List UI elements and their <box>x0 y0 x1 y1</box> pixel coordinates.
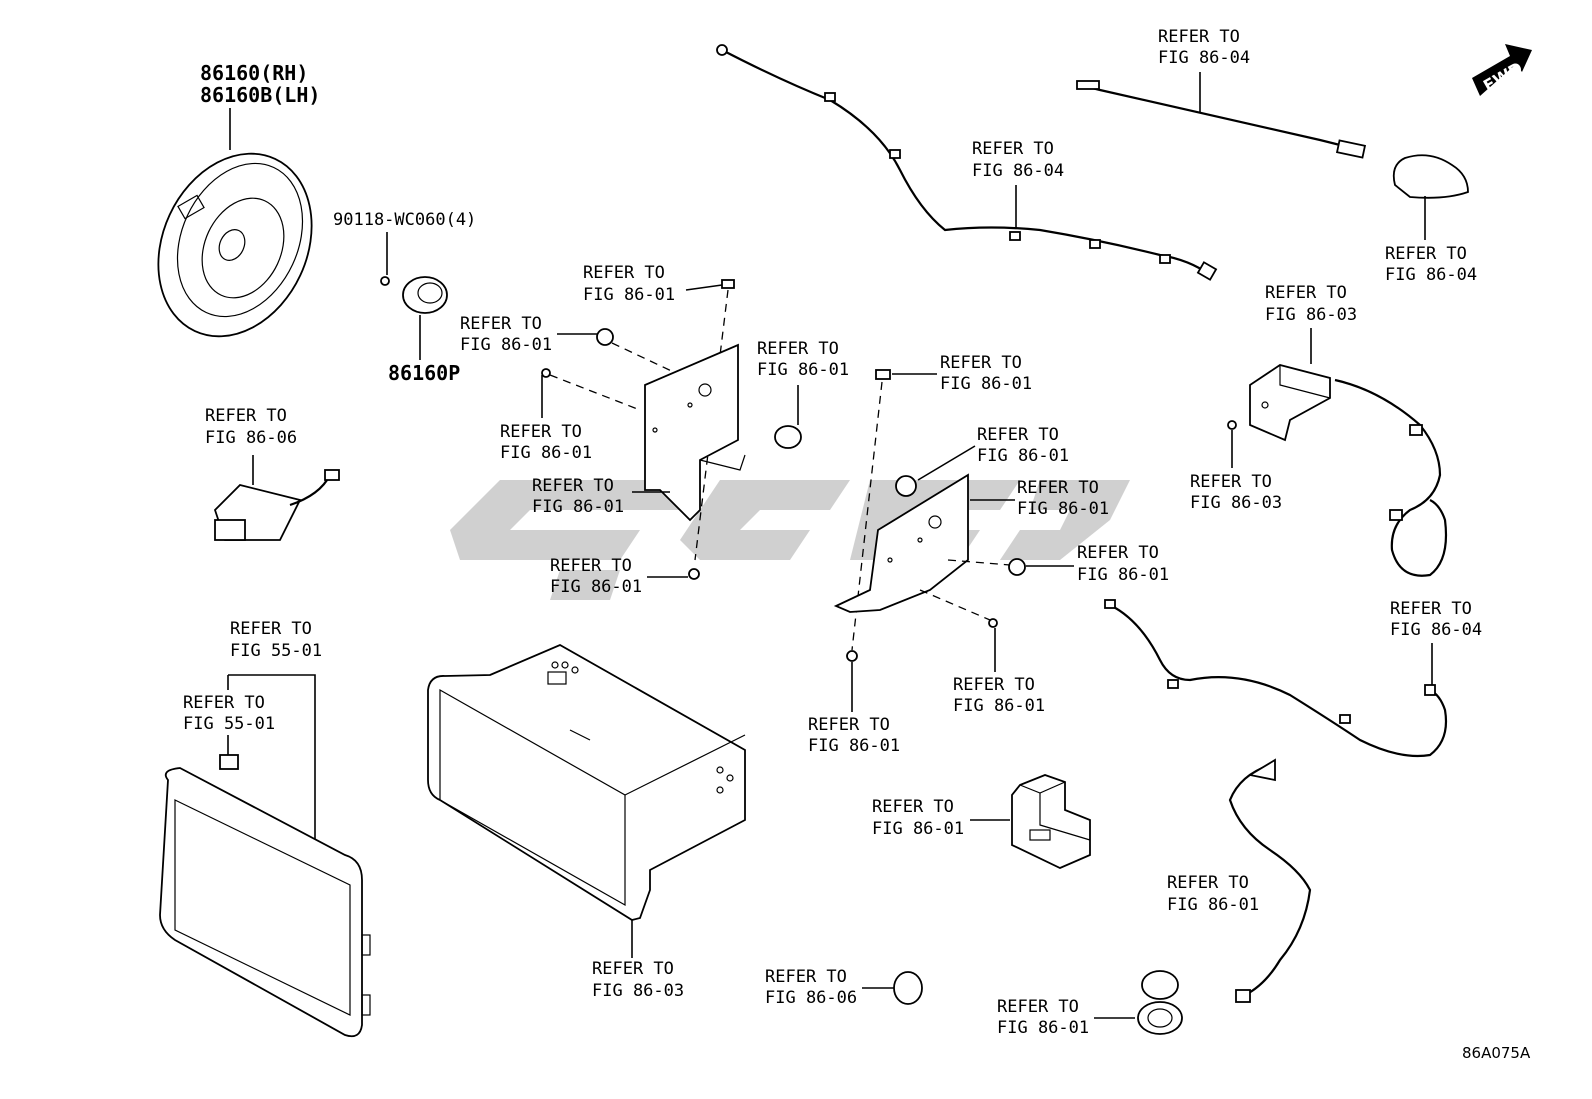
ref-lower-harness-1: REFER TO <box>1390 599 1472 619</box>
ref-rb-screw-2: FIG 86-01 <box>953 696 1045 716</box>
ref-grommet-mid-2: FIG 86-01 <box>757 360 849 380</box>
bracket-left <box>644 343 746 522</box>
cable-lower-right <box>1228 758 1312 1003</box>
camera-part <box>213 469 340 541</box>
ref-lb-bracket-2: FIG 86-01 <box>532 497 624 517</box>
screw-right <box>988 618 998 628</box>
ref-cable-2: FIG 86-01 <box>1167 895 1259 915</box>
grommet-left <box>596 328 614 346</box>
ref-plug-1: REFER TO <box>765 967 847 987</box>
ref-headunit-2: FIG 86-03 <box>592 981 684 1001</box>
ref-cable-1: REFER TO <box>1167 873 1249 893</box>
usb-module <box>1011 774 1091 869</box>
speaker-86160 <box>157 152 313 338</box>
ref-clip-1: REFER TO <box>183 693 265 713</box>
ref-headunit-1: REFER TO <box>592 959 674 979</box>
ref-roof-antenna-1: REFER TO <box>1385 244 1467 264</box>
diagram-code: 86A075A <box>1462 1044 1531 1062</box>
ref-plug-2: FIG 86-06 <box>765 988 857 1008</box>
ref-grommet-mid-1: REFER TO <box>757 339 839 359</box>
screw-left <box>541 368 551 378</box>
screw-code: 90118-WC060(4) <box>333 210 476 230</box>
ref-rb-top-1: REFER TO <box>940 353 1022 373</box>
clip-top-left <box>721 279 735 289</box>
ref-rb-side-1: REFER TO <box>1077 543 1159 563</box>
ref-lb-bottom-1: REFER TO <box>550 556 632 576</box>
clip-part <box>219 754 239 770</box>
ref-roof-antenna-2: FIG 86-04 <box>1385 265 1477 285</box>
ref-lb-bottom-2: FIG 86-01 <box>550 577 642 597</box>
ref-display-1: REFER TO <box>230 619 312 639</box>
screw-bottom-right <box>846 650 858 662</box>
ref-harness-1: REFER TO <box>972 139 1054 159</box>
ref-rb-side-2: FIG 86-01 <box>1077 565 1169 585</box>
ref-display-2: FIG 55-01 <box>230 641 322 661</box>
ref-antenna-1: REFER TO <box>1158 27 1240 47</box>
wire-harness-top <box>716 44 1218 281</box>
display-panel-left <box>159 767 371 1038</box>
grommet-right <box>895 475 917 497</box>
ref-rb-bottom-1: REFER TO <box>808 715 890 735</box>
ref-rb-bottom-2: FIG 86-01 <box>808 736 900 756</box>
ref-lb-bracket-1: REFER TO <box>532 476 614 496</box>
roof-antenna <box>1392 154 1469 210</box>
tweeter-86160p <box>402 276 448 314</box>
ref-rb-bracket-1: REFER TO <box>1017 478 1099 498</box>
ref-lb-screw-2: FIG 86-01 <box>500 443 592 463</box>
head-unit <box>427 643 746 921</box>
power-socket <box>1137 970 1183 1035</box>
wire-harness-lower <box>1104 599 1448 758</box>
ref-camera-1: REFER TO <box>205 406 287 426</box>
ref-antenna-2: FIG 86-04 <box>1158 48 1250 68</box>
ref-amp-1: REFER TO <box>1265 283 1347 303</box>
ref-lb-grommet-1: REFER TO <box>460 314 542 334</box>
ref-rb-bracket-2: FIG 86-01 <box>1017 499 1109 519</box>
ref-usb-1: REFER TO <box>872 797 954 817</box>
ref-amp-screw-1: REFER TO <box>1190 472 1272 492</box>
ref-lb-grommet-2: FIG 86-01 <box>460 335 552 355</box>
grommet-right-side <box>1008 558 1026 576</box>
speaker-rh-code: 86160(RH) <box>200 61 308 85</box>
ref-rb-screw-1: REFER TO <box>953 675 1035 695</box>
speaker-lh-code: 86160B(LH) <box>200 83 320 107</box>
plug-cap <box>893 971 923 1005</box>
ref-camera-2: FIG 86-06 <box>205 428 297 448</box>
ref-rb-top-2: FIG 86-01 <box>940 374 1032 394</box>
ref-lower-harness-2: FIG 86-04 <box>1390 620 1482 640</box>
ref-clip-2: FIG 55-01 <box>183 714 275 734</box>
ref-socket-1: REFER TO <box>997 997 1079 1017</box>
tweeter-code: 86160P <box>388 361 460 385</box>
ref-rb-grommet-1: REFER TO <box>977 425 1059 445</box>
ref-amp-2: FIG 86-03 <box>1265 305 1357 325</box>
screw-amp <box>1227 420 1237 430</box>
clip-top-right <box>875 369 891 380</box>
ref-lb-top-1: REFER TO <box>583 263 665 283</box>
antenna-rod <box>1076 80 1367 159</box>
ref-rb-grommet-2: FIG 86-01 <box>977 446 1069 466</box>
grommet-mid <box>774 425 802 449</box>
screw-part <box>380 276 390 286</box>
ref-socket-2: FIG 86-01 <box>997 1018 1089 1038</box>
ref-lb-screw-1: REFER TO <box>500 422 582 442</box>
ref-lb-top-2: FIG 86-01 <box>583 285 675 305</box>
fwd-arrow-icon: FWD <box>1472 44 1532 96</box>
bracket-right <box>833 473 969 613</box>
amplifier-module <box>1249 364 1448 577</box>
screw-bottom-left <box>688 568 700 580</box>
ref-usb-2: FIG 86-01 <box>872 819 964 839</box>
ref-amp-screw-2: FIG 86-03 <box>1190 493 1282 513</box>
ref-harness-2: FIG 86-04 <box>972 161 1064 181</box>
